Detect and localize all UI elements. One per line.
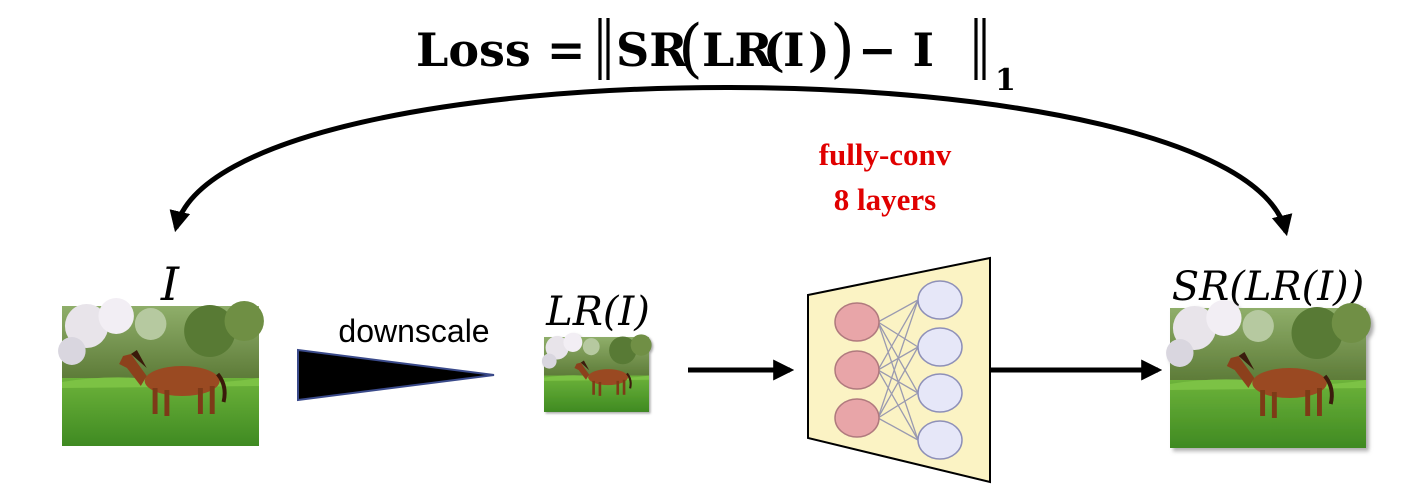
output-image: [1164, 298, 1373, 450]
loss-prefix: Loss =: [416, 23, 585, 77]
input-node: [834, 350, 880, 390]
loss-sr: SR: [616, 23, 688, 77]
input-node: [834, 302, 880, 342]
output-node: [917, 420, 963, 460]
output-node: [917, 373, 963, 413]
big-paren-close: ): [830, 12, 855, 86]
input-node: [834, 398, 880, 438]
low-res-image: [540, 331, 653, 413]
input-image: [56, 296, 266, 448]
network-connections: [877, 299, 919, 441]
output-image-label: SR(LR(I)): [1172, 264, 1364, 310]
network-layers-label: 8 layers: [834, 182, 936, 217]
network-block: [807, 256, 991, 484]
output-node: [917, 280, 963, 320]
paren-close: ): [808, 23, 830, 77]
loss-formula: Loss = SR ( LR ( I ) ) − I 1: [416, 12, 1016, 98]
loss-i-inner: I: [783, 23, 805, 77]
loss-lr: LR: [702, 23, 773, 77]
network-type-label: fully-conv: [819, 137, 952, 172]
big-paren-open: (: [678, 12, 703, 86]
input-image-label: I: [160, 257, 180, 311]
low-res-image-label: LR(I): [545, 289, 650, 335]
loss-subscript: 1: [995, 63, 1016, 98]
downscale-label: downscale: [338, 313, 489, 349]
loss-minus-i: − I: [858, 23, 934, 77]
paren-open: (: [763, 23, 785, 77]
output-node: [917, 327, 963, 367]
downscale-wedge-icon: [297, 348, 495, 402]
loss-feedback-arrow: [169, 85, 1293, 237]
